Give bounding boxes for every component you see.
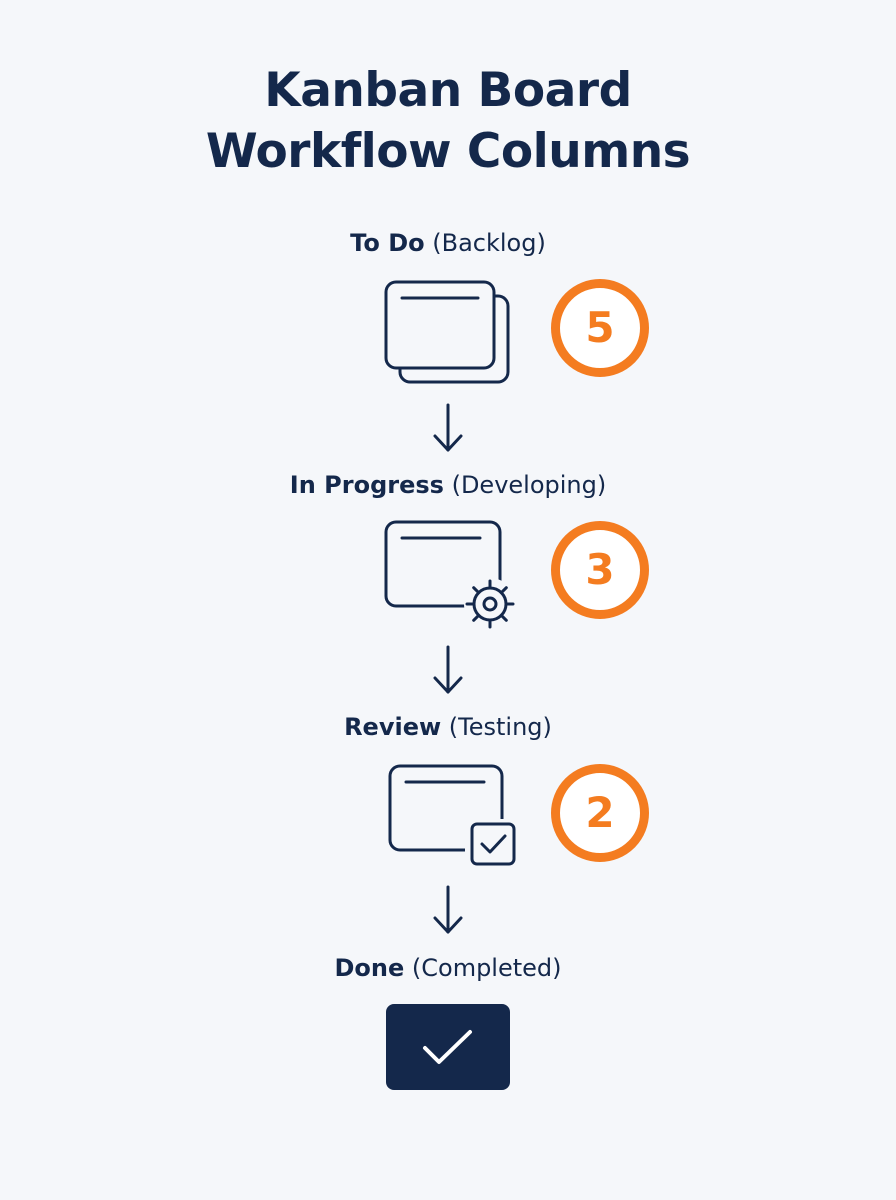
count-badge-review: 2 [551,764,649,862]
stage-name: In Progress [289,471,444,499]
card-gear-icon [384,520,516,630]
stage-subtitle: (Testing) [448,713,552,741]
stage-subtitle: (Completed) [411,954,562,982]
title-line-2: Workflow Columns [205,124,691,179]
stage-label-review: Review (Testing) [0,712,896,742]
checkmark-icon [386,1004,510,1090]
stage-name: Review [344,713,442,741]
stage-name: To Do [350,229,425,257]
down-arrow-icon [433,403,463,452]
card-checkbox-icon [388,764,519,869]
stage-subtitle: (Developing) [451,471,607,499]
stage-label-in-progress: In Progress (Developing) [0,470,896,500]
diagram-title: Kanban Board Workflow Columns [0,60,896,182]
stage-name: Done [334,954,405,982]
title-line-1: Kanban Board [264,63,632,118]
count-badge-in-progress: 3 [551,521,649,619]
down-arrow-icon [433,885,463,934]
stacked-cards-icon [384,280,510,384]
count-badge-todo: 5 [551,279,649,377]
down-arrow-icon [433,645,463,694]
stage-label-done: Done (Completed) [0,953,896,983]
stage-subtitle: (Backlog) [432,229,546,257]
stage-label-todo: To Do (Backlog) [0,228,896,258]
